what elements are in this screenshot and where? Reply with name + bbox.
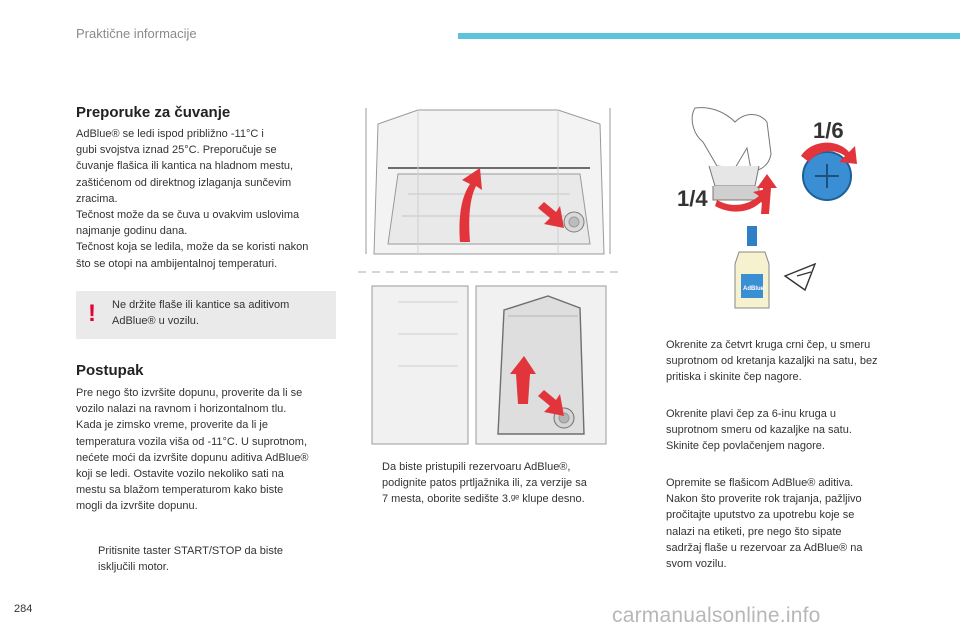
storage-line: gubi svojstva iznad 25°C. Preporučuje se (76, 144, 277, 157)
storage-line: zaštićenom od direktnog izlaganja sunčev… (76, 176, 292, 189)
warning-line: AdBlue® u vozilu. (112, 315, 199, 328)
storage-title: Preporuke za čuvanje (76, 104, 231, 121)
procedure-line: mestu sa blažom temperaturom kako biste (76, 484, 284, 497)
warning-line: Ne držite flaše ili kantice sa aditivom (112, 299, 290, 311)
procedure-line: Pre nego što izvršite dopunu, proverite … (76, 387, 303, 399)
storage-line: Tečnost koja se ledila, može da se koris… (76, 241, 309, 254)
step-line: isključili motor. (98, 561, 169, 574)
procedure-line: koji se ledi. Ostavite vozilo nekoliko s… (76, 468, 284, 481)
procedure-line: mogli da izvršite dopunu. (76, 500, 198, 513)
procedure-title: Postupak (76, 362, 144, 379)
step-line: Skinite čep povlačenjem nagore. (666, 440, 825, 452)
step-line: Pritisnite taster START/STOP da biste (98, 545, 284, 557)
step-stop-engine: Pritisnite taster START/STOP da biste is… (98, 543, 338, 575)
step-line: 7 mesta, oborite sedište 3.ᵍᵉ klupe desn… (382, 493, 585, 506)
step-line: Da biste pristupili rezervoaru AdBlue®, (382, 461, 571, 473)
trunk-illustration (358, 104, 620, 450)
step-blue-cap: Okrenite plavi čep za 6-inu kruga u supr… (666, 406, 926, 438)
storage-line: zracima. (76, 192, 118, 205)
section-header: Praktične informacije (76, 26, 197, 41)
step-prepare-bottle: Opremite se flašicom AdBlue® aditiva. Na… (666, 475, 926, 572)
step-line: Okrenite plavi čep za 6-inu kruga u (666, 408, 836, 420)
warning-icon: ! (88, 300, 96, 327)
page-number: 284 (14, 603, 33, 615)
cap-illustration: 1/6 1/4 AdBlue (677, 107, 857, 309)
adblue-bottle-icon: AdBlue (734, 226, 770, 309)
label-one-quarter: 1/4 (677, 186, 708, 211)
step-line: sadržaj flaše u rezervoar za AdBlue® na (666, 541, 863, 554)
procedure-line: nećete moći da izvršite dopunu aditiva A… (76, 451, 309, 464)
storage-line: čuvanje flašica ili kantica na hladnom m… (76, 160, 294, 173)
step-black-cap: Okrenite za četvrt kruga crni čep, u sme… (666, 337, 926, 386)
step-line: Okrenite za četvrt kruga crni čep, u sme… (666, 339, 871, 351)
procedure-line: temperatura vozila viša od -11°C. U supr… (76, 435, 308, 448)
step-access-tank: Da biste pristupili rezervoaru AdBlue®, … (382, 459, 632, 508)
storage-line: što se otopi na ambijentalnoj temperatur… (76, 257, 278, 270)
header-accent-bar (458, 33, 960, 39)
step-line: Opremite se flašicom AdBlue® aditiva. (666, 477, 854, 489)
step-line: pritiska i skinite čep nagore. (666, 371, 802, 384)
step-line: suprotnom smeru od kazaljke na satu. (666, 424, 852, 437)
step-line: Nakon što proverite rok trajanja, pažlji… (666, 493, 862, 506)
step-line: pročitajte uputstvo za upotrebu koje se (666, 509, 855, 522)
step-line: podignite patos prtljažnika ili, za verz… (382, 477, 587, 490)
storage-line: najmanje godinu dana. (76, 225, 188, 238)
label-one-sixth: 1/6 (813, 118, 844, 143)
step-remove-cap: Skinite čep povlačenjem nagore. (666, 438, 926, 454)
storage-body: AdBlue® se ledi ispod približno -11°C i … (76, 126, 346, 272)
procedure-line: vozilo nalazi na ravnom i horizontalnom … (76, 403, 287, 416)
step-line: suprotnom od kretanja kazaljki na satu, … (666, 355, 878, 368)
warning-box (76, 291, 336, 339)
procedure-line: Kada je zimsko vreme, proverite da li je (76, 419, 268, 432)
step-line: svom vozilu. (666, 558, 727, 571)
bottle-label: AdBlue (743, 286, 765, 292)
procedure-body: Pre nego što izvršite dopunu, proverite … (76, 385, 346, 515)
step-line: nalazi na etiketi, pre nego što sipate (666, 525, 842, 538)
storage-line: AdBlue® se ledi ispod približno -11°C i (76, 128, 264, 140)
warning-text: Ne držite flaše ili kantice sa aditivom … (112, 297, 327, 329)
watermark: carmanualsonline.info (612, 604, 821, 627)
storage-line: Tečnost može da se čuva u ovakvim uslovi… (76, 209, 300, 222)
